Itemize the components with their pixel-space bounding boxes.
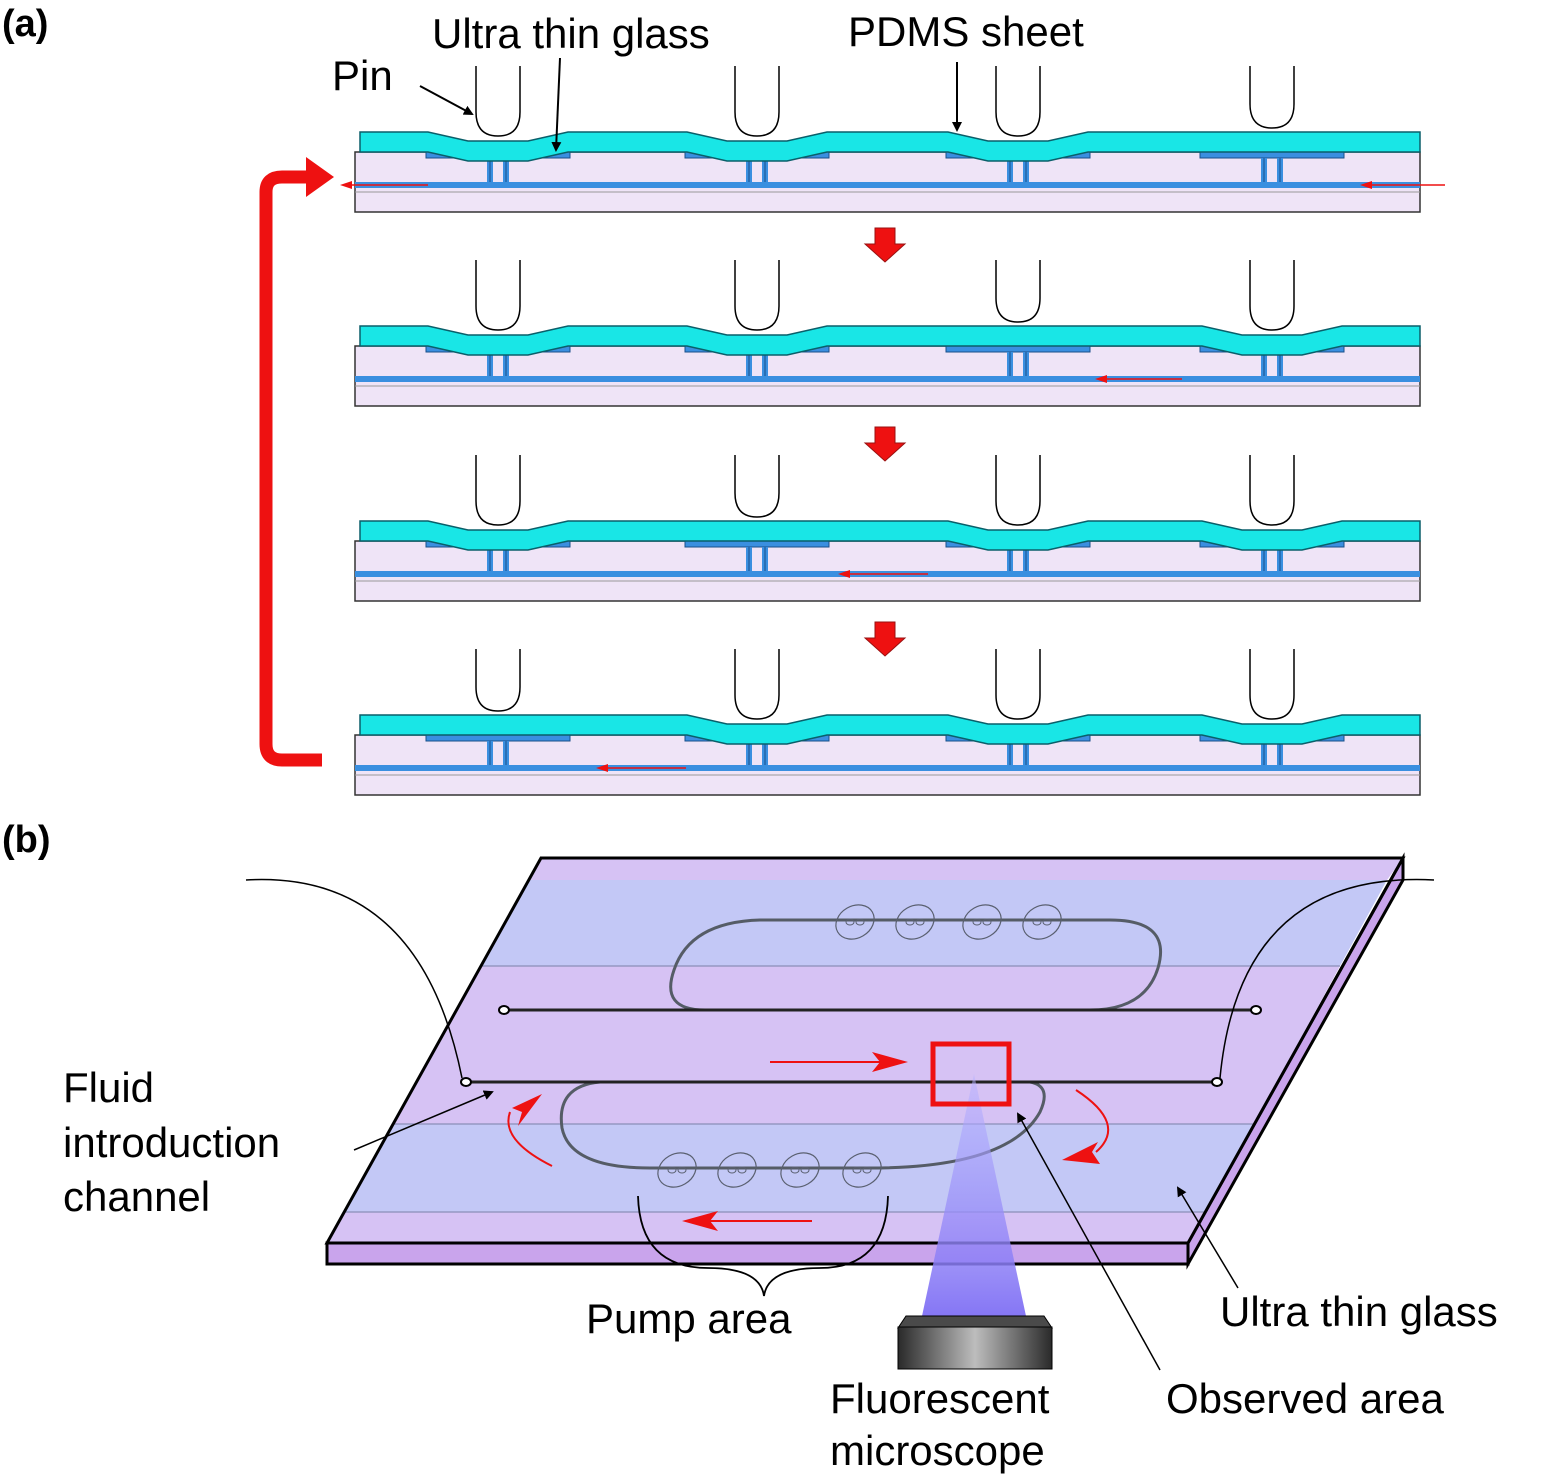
cycle-return-arrow xyxy=(259,170,322,767)
pin-2 xyxy=(734,455,780,518)
pin-3 xyxy=(995,455,1041,526)
pin-1 xyxy=(475,455,521,526)
valve-8 xyxy=(842,1152,882,1188)
callout-pdms-sheet: PDMS sheet xyxy=(848,8,1084,55)
pin-1 xyxy=(475,649,521,712)
excitation-beam xyxy=(922,1074,1026,1316)
pin-3 xyxy=(995,260,1041,323)
pin-leader xyxy=(419,85,474,115)
valve-7 xyxy=(780,1152,820,1188)
flow-arrows xyxy=(507,1052,1110,1231)
stage-4 xyxy=(354,649,1421,796)
callout-microscope-line2: microscope xyxy=(830,1427,1045,1474)
step-arrow-3 xyxy=(863,621,907,657)
near-loop-channel xyxy=(559,1080,1046,1170)
pump-area-brace xyxy=(637,1195,889,1297)
valve-2 xyxy=(895,904,935,940)
callout-observed-area: Observed area xyxy=(1166,1375,1444,1422)
microscope-objective xyxy=(897,1315,1053,1370)
glass-leader xyxy=(551,57,562,152)
pin-4 xyxy=(1249,260,1295,331)
callout-ultra-thin-glass-b: Ultra thin glass xyxy=(1220,1288,1498,1335)
valve-3 xyxy=(962,904,1002,940)
callout-pin: Pin xyxy=(332,52,393,99)
far-inlet-port-left xyxy=(498,1005,510,1015)
panel-a-label: (a) xyxy=(2,3,48,45)
observed-area-box xyxy=(930,1041,1012,1107)
glass-b-leader xyxy=(1176,1186,1239,1289)
pin-4 xyxy=(1249,66,1295,129)
valve-5 xyxy=(657,1152,697,1188)
step-arrow-1 xyxy=(863,227,907,263)
callout-ultra-thin-glass-a: Ultra thin glass xyxy=(432,10,710,57)
pin-1 xyxy=(475,66,521,137)
pin-1 xyxy=(475,260,521,331)
pin-3 xyxy=(995,649,1041,720)
panel-b-label: (b) xyxy=(2,819,51,861)
channel-network xyxy=(245,878,1435,1170)
stage-1 xyxy=(340,66,1445,213)
step-arrow-2 xyxy=(863,426,907,462)
right-tube xyxy=(1219,878,1435,1079)
callout-pump-area: Pump area xyxy=(586,1295,792,1342)
far-inlet-port-right xyxy=(1250,1005,1262,1015)
callout-fluid-line1: Fluid xyxy=(63,1064,154,1111)
valve-6 xyxy=(717,1152,757,1188)
valve-4 xyxy=(1022,904,1062,940)
pin-2 xyxy=(734,649,780,720)
pump-stages xyxy=(340,66,1445,796)
stage-3 xyxy=(354,455,1421,602)
stage-2 xyxy=(354,260,1421,407)
pin-4 xyxy=(1249,649,1295,720)
far-loop-channel xyxy=(669,918,1163,1012)
valve-1 xyxy=(835,904,875,940)
pin-2 xyxy=(734,260,780,331)
pin-3 xyxy=(995,66,1041,137)
pump-valves xyxy=(657,904,1062,1188)
callout-fluid-line3: channel xyxy=(63,1173,210,1220)
fluid-channel-leader xyxy=(353,1090,494,1151)
pin-2 xyxy=(734,66,780,137)
cycle-return-arrowhead xyxy=(306,157,334,197)
left-tube xyxy=(245,878,463,1079)
observed-area-leader xyxy=(1017,1112,1161,1371)
callout-microscope-line1: Fluorescent xyxy=(830,1375,1050,1422)
callout-fluid-line2: introduction xyxy=(63,1119,280,1166)
near-inlet-port-left xyxy=(460,1077,472,1087)
near-inlet-port-right xyxy=(1211,1077,1223,1087)
pin-4 xyxy=(1249,455,1295,526)
